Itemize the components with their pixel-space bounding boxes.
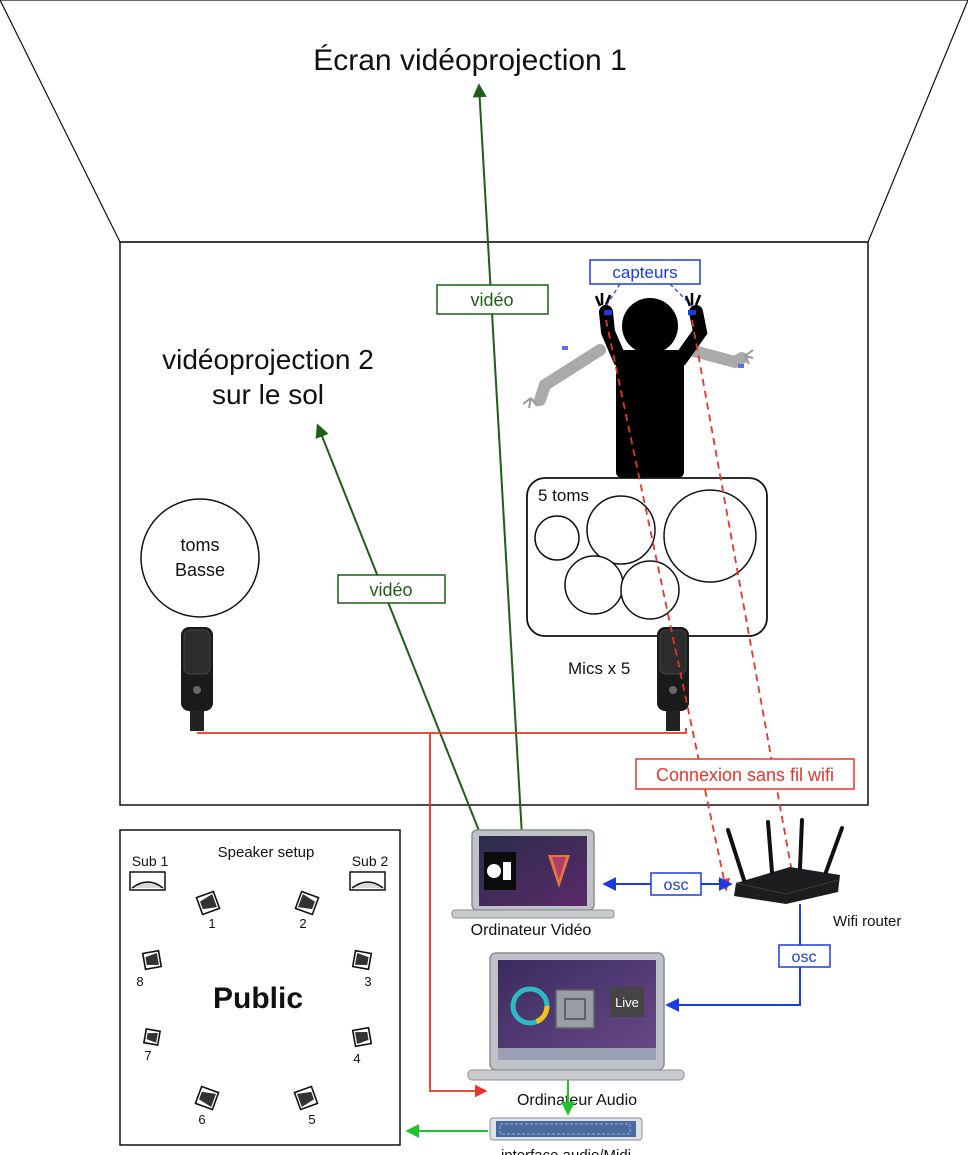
audio-computer-label: Ordinateur Audio — [517, 1092, 637, 1109]
tom-drum — [620, 560, 680, 620]
stage-area — [119, 241, 869, 806]
speaker-number: 4 — [353, 1051, 360, 1066]
subwoofer-icon — [349, 871, 386, 891]
sub-2-label: Sub 2 — [352, 853, 389, 869]
svg-text:vidéo: vidéo — [470, 290, 513, 310]
audio-laptop-icon: Live — [467, 952, 685, 1081]
router-icon — [726, 818, 844, 904]
video-label-upper: vidéo — [436, 284, 549, 315]
osc-link-audio — [665, 904, 801, 1012]
subwoofer-icon — [129, 871, 166, 891]
speaker-icon — [294, 890, 320, 916]
bass-toms-line-1: toms — [180, 535, 219, 555]
speaker-number: 8 — [136, 974, 143, 989]
tom-drum — [564, 555, 624, 615]
speaker-icon — [293, 1085, 319, 1111]
toms-group: 5 toms — [526, 477, 768, 637]
speaker-icon — [195, 890, 221, 916]
video-line-to-floor — [315, 423, 496, 872]
sensors-label: capteurs — [589, 259, 701, 307]
speaker-setup-title: Speaker setup — [218, 844, 315, 861]
speaker-number: 7 — [144, 1048, 151, 1063]
bass-toms-line-2: Basse — [175, 560, 225, 580]
speaker-icon — [141, 949, 163, 971]
speaker-number: 2 — [299, 916, 306, 931]
microphone-icon — [657, 627, 689, 731]
mics-label: Mics x 5 — [568, 659, 630, 678]
audio-cable — [197, 728, 687, 1098]
osc-label-video: osc — [650, 872, 702, 896]
svg-text:Connexion sans fil wifi: Connexion sans fil wifi — [656, 765, 834, 785]
svg-text:osc: osc — [664, 877, 689, 894]
video-line-to-screen-1 — [472, 83, 525, 872]
speaker-number: 1 — [208, 916, 215, 931]
speaker-number: 5 — [308, 1112, 315, 1127]
speaker-icon — [351, 949, 373, 971]
tom-drum — [586, 495, 656, 565]
microphone-icon — [181, 627, 213, 731]
sub-1-label: Sub 1 — [132, 853, 169, 869]
audio-interface-icon — [489, 1117, 643, 1141]
projection-screen-1: Écran vidéoprojection 1 — [0, 0, 968, 243]
video-laptop-icon — [451, 829, 615, 919]
bass-toms: toms Basse — [140, 498, 260, 618]
svg-text:osc: osc — [792, 949, 817, 966]
wifi-link-right — [691, 319, 800, 892]
wifi-router-label: Wifi router — [833, 913, 901, 930]
tom-drum — [534, 515, 580, 561]
toms-group-label: 5 toms — [538, 486, 589, 505]
svg-text:vidéo: vidéo — [369, 580, 412, 600]
performer-icon — [522, 293, 754, 478]
floor-projection-title: vidéoprojection 2 sur le sol — [162, 344, 374, 410]
screen-2-title-line-1: vidéoprojection 2 — [162, 344, 374, 375]
speaker-icon — [194, 1085, 220, 1111]
wifi-connection-label: Connexion sans fil wifi — [635, 758, 855, 790]
wifi-link-left — [605, 319, 731, 892]
screen-2-title-line-2: sur le sol — [212, 379, 324, 410]
speaker-icon — [351, 1026, 373, 1048]
audience-label: Public — [213, 982, 303, 1015]
audio-interface-label: interface audio/Midi — [501, 1147, 631, 1155]
svg-text:capteurs: capteurs — [612, 263, 677, 282]
speaker-icon — [142, 1027, 162, 1047]
live-app-label: Live — [615, 995, 639, 1010]
tom-drum — [663, 489, 757, 583]
speaker-setup: Speaker setup Sub 1 Sub 2 1 2 3 — [119, 829, 401, 1146]
osc-label-audio: osc — [778, 944, 831, 968]
speaker-number: 3 — [364, 974, 371, 989]
video-label-lower: vidéo — [337, 574, 446, 604]
speaker-number: 6 — [198, 1112, 205, 1127]
screen-1-title: Écran vidéoprojection 1 — [313, 44, 627, 77]
video-computer-label: Ordinateur Vidéo — [471, 922, 592, 939]
